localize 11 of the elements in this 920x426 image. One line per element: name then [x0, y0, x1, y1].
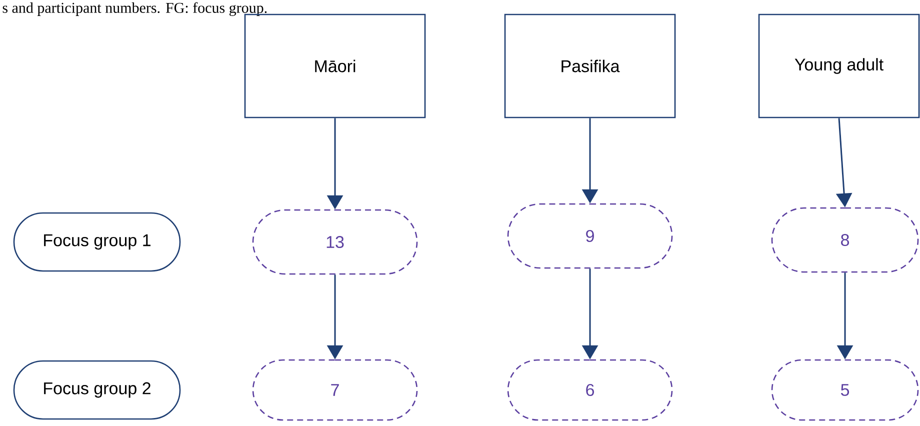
participant-count-pill: 8 — [771, 207, 919, 273]
group-box: Pasifika — [504, 14, 676, 118]
focus-group-pill: Focus group 2 — [13, 360, 181, 420]
participant-count-pill: 7 — [252, 359, 418, 421]
participant-count-pill: 6 — [507, 359, 673, 421]
caption: s and participant numbers. FG: focus group. — [2, 2, 267, 16]
group-box: Young adult — [758, 14, 920, 118]
participant-count-pill: 13 — [252, 209, 418, 275]
participant-count-pill: 5 — [771, 359, 919, 421]
participant-count-pill: 9 — [507, 203, 673, 269]
focus-group-pill: Focus group 1 — [13, 212, 181, 272]
